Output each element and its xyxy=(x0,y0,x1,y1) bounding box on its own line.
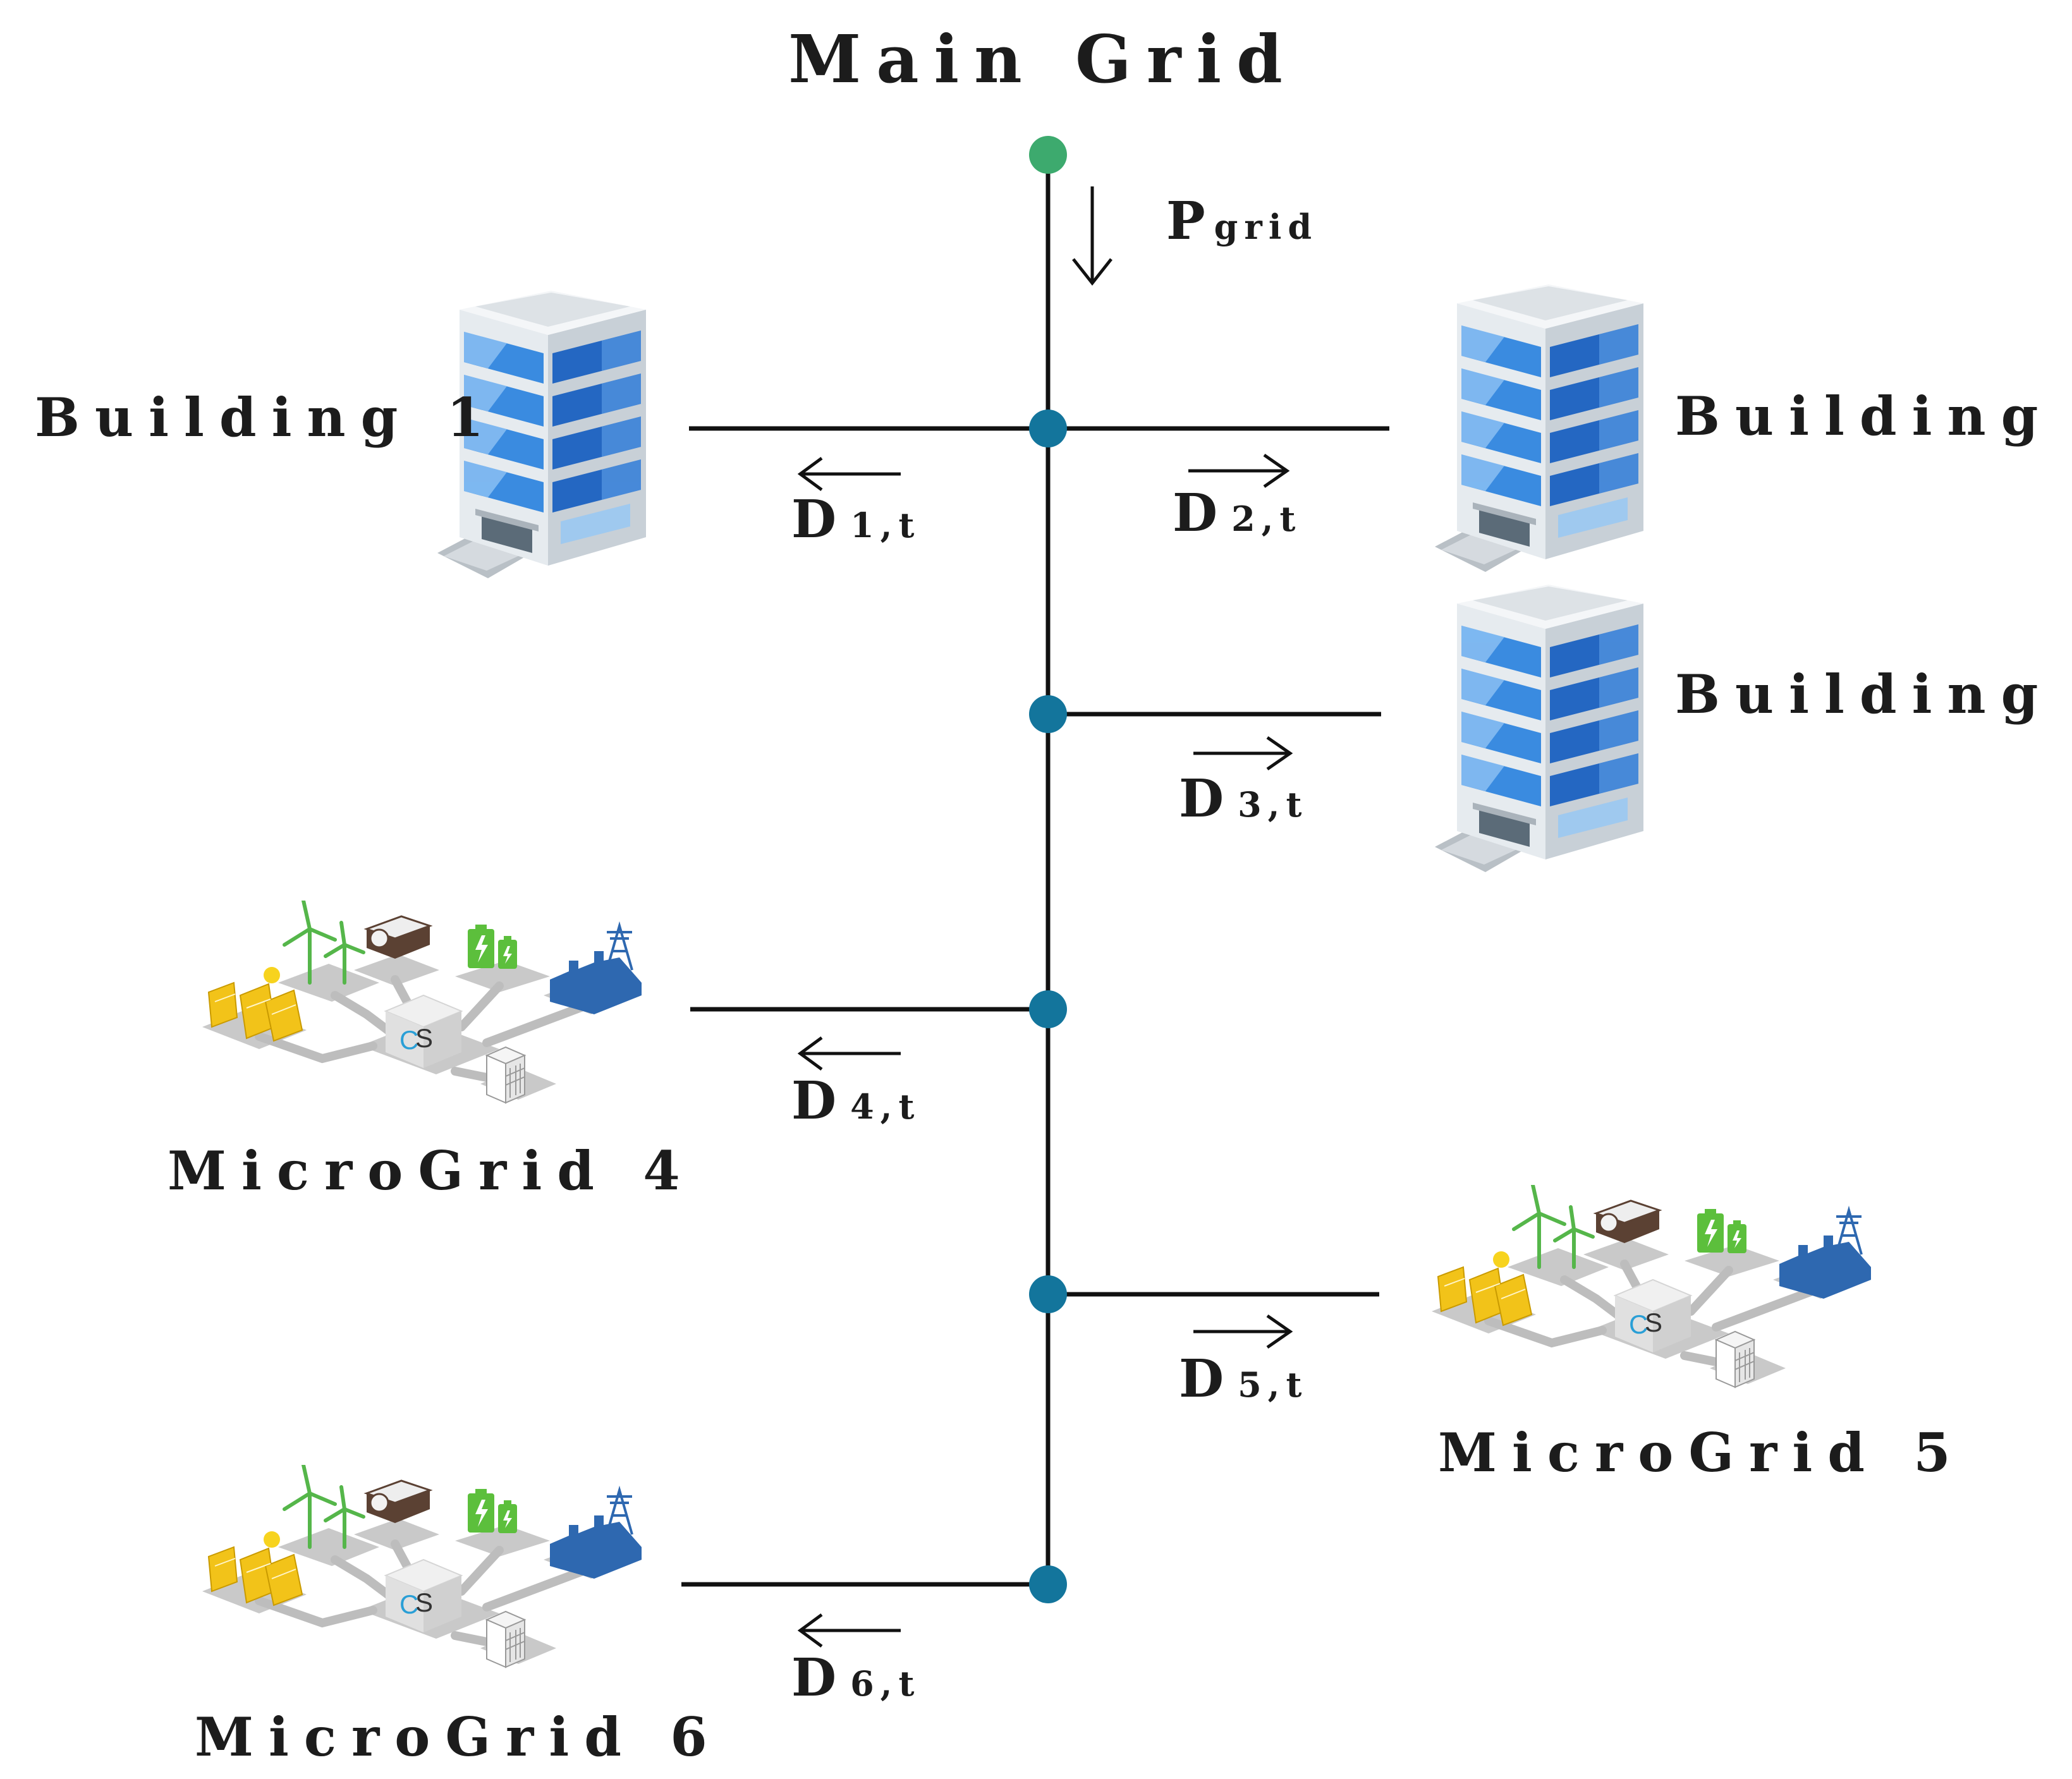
junction-node-4 xyxy=(1029,990,1067,1028)
building-3-label: Building 3 xyxy=(1675,663,2072,726)
grid-flow-subscript: grid xyxy=(1214,207,1318,247)
flow-arrow-4 xyxy=(797,1036,901,1071)
microgrid-6-icon xyxy=(202,1465,642,1667)
flow-arrow-5 xyxy=(1193,1314,1293,1349)
building-2-label: Building 2 xyxy=(1675,385,2072,447)
microgrid-6-label: MicroGrid 6 xyxy=(195,1706,722,1768)
building-3-icon xyxy=(1435,585,1643,872)
junction-node-3 xyxy=(1029,695,1067,733)
flow-arrow-6 xyxy=(797,1613,901,1648)
grid-flow-arrow xyxy=(1072,186,1112,286)
junction-node-5 xyxy=(1029,1275,1067,1313)
flow-arrow-3 xyxy=(1193,736,1293,771)
junction-node-6 xyxy=(1029,1565,1067,1603)
flow-arrow-1 xyxy=(797,456,901,492)
main-grid-source-node xyxy=(1029,136,1067,174)
grid-flow-symbol: P xyxy=(1166,191,1205,252)
flow-arrow-2 xyxy=(1188,453,1290,489)
microgrid-4-label: MicroGrid 4 xyxy=(168,1139,695,1202)
microgrid-5-icon xyxy=(1432,1185,1871,1387)
microgrid-4-icon xyxy=(202,901,642,1103)
building-1-label: Building 1 xyxy=(35,386,499,449)
microgrid-5-label: MicroGrid 5 xyxy=(1438,1421,1966,1484)
diagram-title: Main Grid xyxy=(788,20,1298,98)
building-2-icon xyxy=(1435,284,1643,572)
junction-node-1-2 xyxy=(1029,410,1067,447)
